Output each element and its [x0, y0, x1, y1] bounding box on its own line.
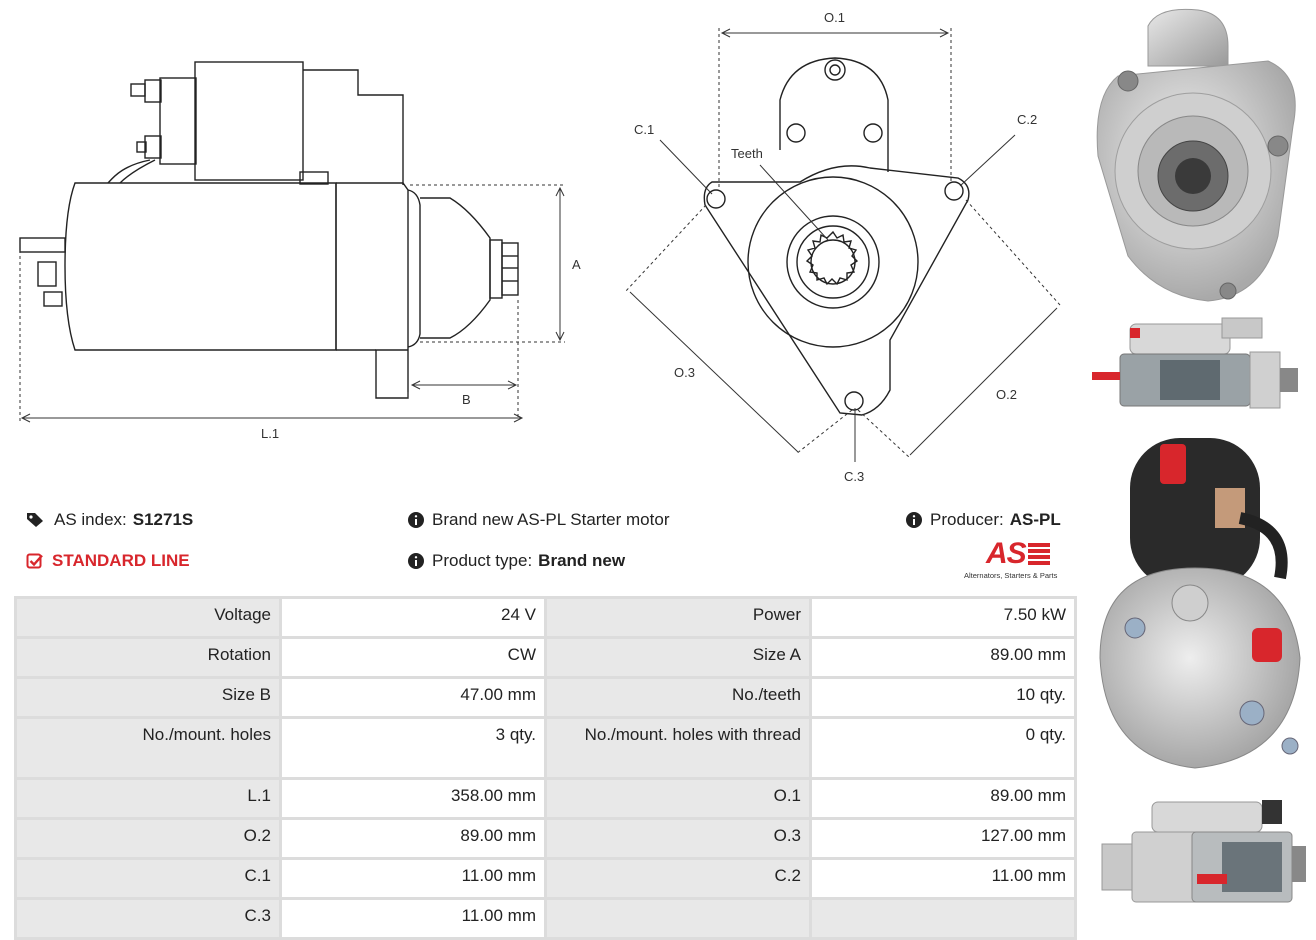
- checkbox-icon: [26, 553, 43, 569]
- table-row: C.3 11.00 mm: [17, 900, 1074, 937]
- spec-value: 3 qty.: [282, 719, 544, 777]
- spec-value: 127.00 mm: [812, 820, 1074, 857]
- spec-key: Size B: [17, 679, 279, 716]
- product-photo-front: [1096, 8, 1296, 302]
- spec-key: No./mount. holes: [17, 719, 279, 777]
- as-index-label: AS index:: [54, 510, 127, 529]
- spec-key: Size A: [547, 639, 809, 676]
- spec-value: 0 qty.: [812, 719, 1074, 777]
- dim-label-o1: O.1: [824, 10, 845, 25]
- spec-key: Rotation: [17, 639, 279, 676]
- as-index-row: AS index: S1271S: [26, 510, 193, 530]
- description-row: Brand new AS-PL Starter motor: [408, 510, 669, 530]
- dim-label-c2: C.2: [1017, 112, 1037, 127]
- spec-key: Voltage: [17, 599, 279, 636]
- table-row: O.2 89.00 mm O.3 127.00 mm: [17, 820, 1074, 857]
- spec-key: No./mount. holes with thread: [547, 719, 809, 777]
- dim-label-c3: C.3: [844, 469, 864, 484]
- dim-label-o3: O.3: [674, 365, 695, 380]
- info-icon: [408, 553, 424, 569]
- standard-line-label: STANDARD LINE: [52, 551, 190, 570]
- dim-label-a: A: [572, 257, 581, 272]
- table-row: L.1 358.00 mm O.1 89.00 mm: [17, 780, 1074, 817]
- description-text: Brand new AS-PL Starter motor: [432, 510, 670, 529]
- as-index-value: S1271S: [132, 510, 194, 529]
- spec-value: 10 qty.: [812, 679, 1074, 716]
- spec-value: 24 V: [282, 599, 544, 636]
- producer-row: Producer: AS-PL: [906, 510, 1061, 530]
- product-photo-side-top: [1092, 317, 1298, 409]
- spec-key-empty: [547, 900, 809, 937]
- dim-label-teeth: Teeth: [731, 146, 763, 161]
- side-view-dimensions: [19, 184, 565, 424]
- spec-key: O.1: [547, 780, 809, 817]
- product-photo-rear: [1099, 438, 1301, 769]
- info-icon: [408, 512, 424, 528]
- product-type-value: Brand new: [538, 551, 626, 570]
- spec-key: O.2: [17, 820, 279, 857]
- spec-key: C.3: [17, 900, 279, 937]
- dim-label-c1: C.1: [634, 122, 654, 137]
- spec-value: 11.00 mm: [282, 900, 544, 937]
- front-view-dimensions: [624, 28, 1061, 462]
- info-icon: [906, 512, 922, 528]
- spec-value: 47.00 mm: [282, 679, 544, 716]
- product-type-row: Product type: Brand new: [408, 551, 625, 571]
- spec-value: 11.00 mm: [812, 860, 1074, 897]
- as-pl-logo: AS Alternators, Starters & Parts: [964, 538, 1068, 582]
- spec-key: C.2: [547, 860, 809, 897]
- table-row: Rotation CW Size A 89.00 mm: [17, 639, 1074, 676]
- spec-key: O.3: [547, 820, 809, 857]
- producer-label: Producer:: [930, 510, 1004, 529]
- spec-value: 11.00 mm: [282, 860, 544, 897]
- table-row: No./mount. holes 3 qty. No./mount. holes…: [17, 719, 1074, 777]
- logo-text: AS: [986, 537, 1027, 570]
- table-row: Voltage 24 V Power 7.50 kW: [17, 599, 1074, 636]
- spec-key: L.1: [17, 780, 279, 817]
- dim-label-b: B: [462, 392, 471, 407]
- spec-value: 358.00 mm: [282, 780, 544, 817]
- specifications-table: Voltage 24 V Power 7.50 kW Rotation CW S…: [14, 596, 1077, 940]
- spec-value-empty: [812, 900, 1074, 937]
- logo-tagline: Alternators, Starters & Parts: [964, 571, 1058, 580]
- spec-value: CW: [282, 639, 544, 676]
- spec-key: C.1: [17, 860, 279, 897]
- technical-drawing: A B L.1 O.1 O.3 O.2: [19, 10, 1061, 484]
- front-view-drawing: [703, 57, 970, 416]
- spec-value: 7.50 kW: [812, 599, 1074, 636]
- spec-value: 89.00 mm: [282, 820, 544, 857]
- spec-value: 89.00 mm: [812, 780, 1074, 817]
- standard-line-row: STANDARD LINE: [26, 551, 190, 571]
- tags-icon: [27, 513, 43, 527]
- spec-key: No./teeth: [547, 679, 809, 716]
- product-type-label: Product type:: [432, 551, 533, 570]
- product-photo-side-bottom: [1101, 800, 1306, 903]
- spec-key: Power: [547, 599, 809, 636]
- dim-label-o2: O.2: [996, 387, 1017, 402]
- side-view-drawing: [19, 61, 519, 399]
- dim-label-l1: L.1: [261, 426, 279, 441]
- table-row: Size B 47.00 mm No./teeth 10 qty.: [17, 679, 1074, 716]
- table-row: C.1 11.00 mm C.2 11.00 mm: [17, 860, 1074, 897]
- spec-value: 89.00 mm: [812, 639, 1074, 676]
- producer-value: AS-PL: [1009, 510, 1061, 529]
